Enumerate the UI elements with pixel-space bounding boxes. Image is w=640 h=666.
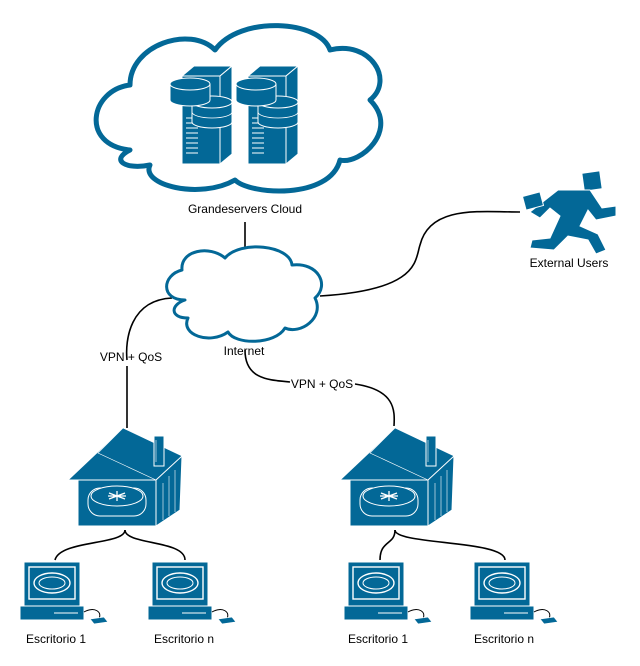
connection-lines: [54, 210, 521, 561]
office-right-desktop-n-label: Escritorio n: [473, 632, 535, 646]
link-internet-vpn-right-upper: [244, 349, 291, 383]
desktop-computer-icon-right-1: [343, 561, 433, 625]
cloud-servers-label: Grandeservers Cloud: [187, 202, 303, 216]
vpn-right-label: VPN + QoS: [290, 377, 354, 391]
desktop-computer-icon-right-n: [469, 561, 559, 625]
office-right-desktop-1-label: Escritorio 1: [347, 632, 409, 646]
external-users-label: External Users: [529, 256, 609, 270]
internet-label: Internet: [223, 344, 265, 358]
link-office-left-pc1: [54, 529, 126, 561]
desktop-computer-icon-left-n: [147, 561, 237, 625]
home-router-icon-left: [67, 427, 183, 527]
link-office-right-pc1: [379, 529, 396, 561]
link-internet-external: [319, 210, 521, 297]
office-left-desktop-1-label: Escritorio 1: [25, 632, 87, 646]
link-vpn-right-lower: [354, 383, 396, 427]
office-left-desktop-n-label: Escritorio n: [153, 632, 215, 646]
running-person-icon: [521, 170, 617, 255]
server-cloud-icon: [93, 23, 384, 194]
link-internet-vpn-left-upper: [125, 297, 173, 361]
internet-cloud-icon: [165, 245, 323, 343]
link-office-right-pcn: [394, 529, 506, 561]
home-router-icon-right: [339, 427, 455, 527]
vpn-left-label: VPN + QoS: [99, 350, 163, 364]
link-office-left-pcn: [124, 529, 186, 561]
desktop-computer-icon-left-1: [19, 561, 109, 625]
